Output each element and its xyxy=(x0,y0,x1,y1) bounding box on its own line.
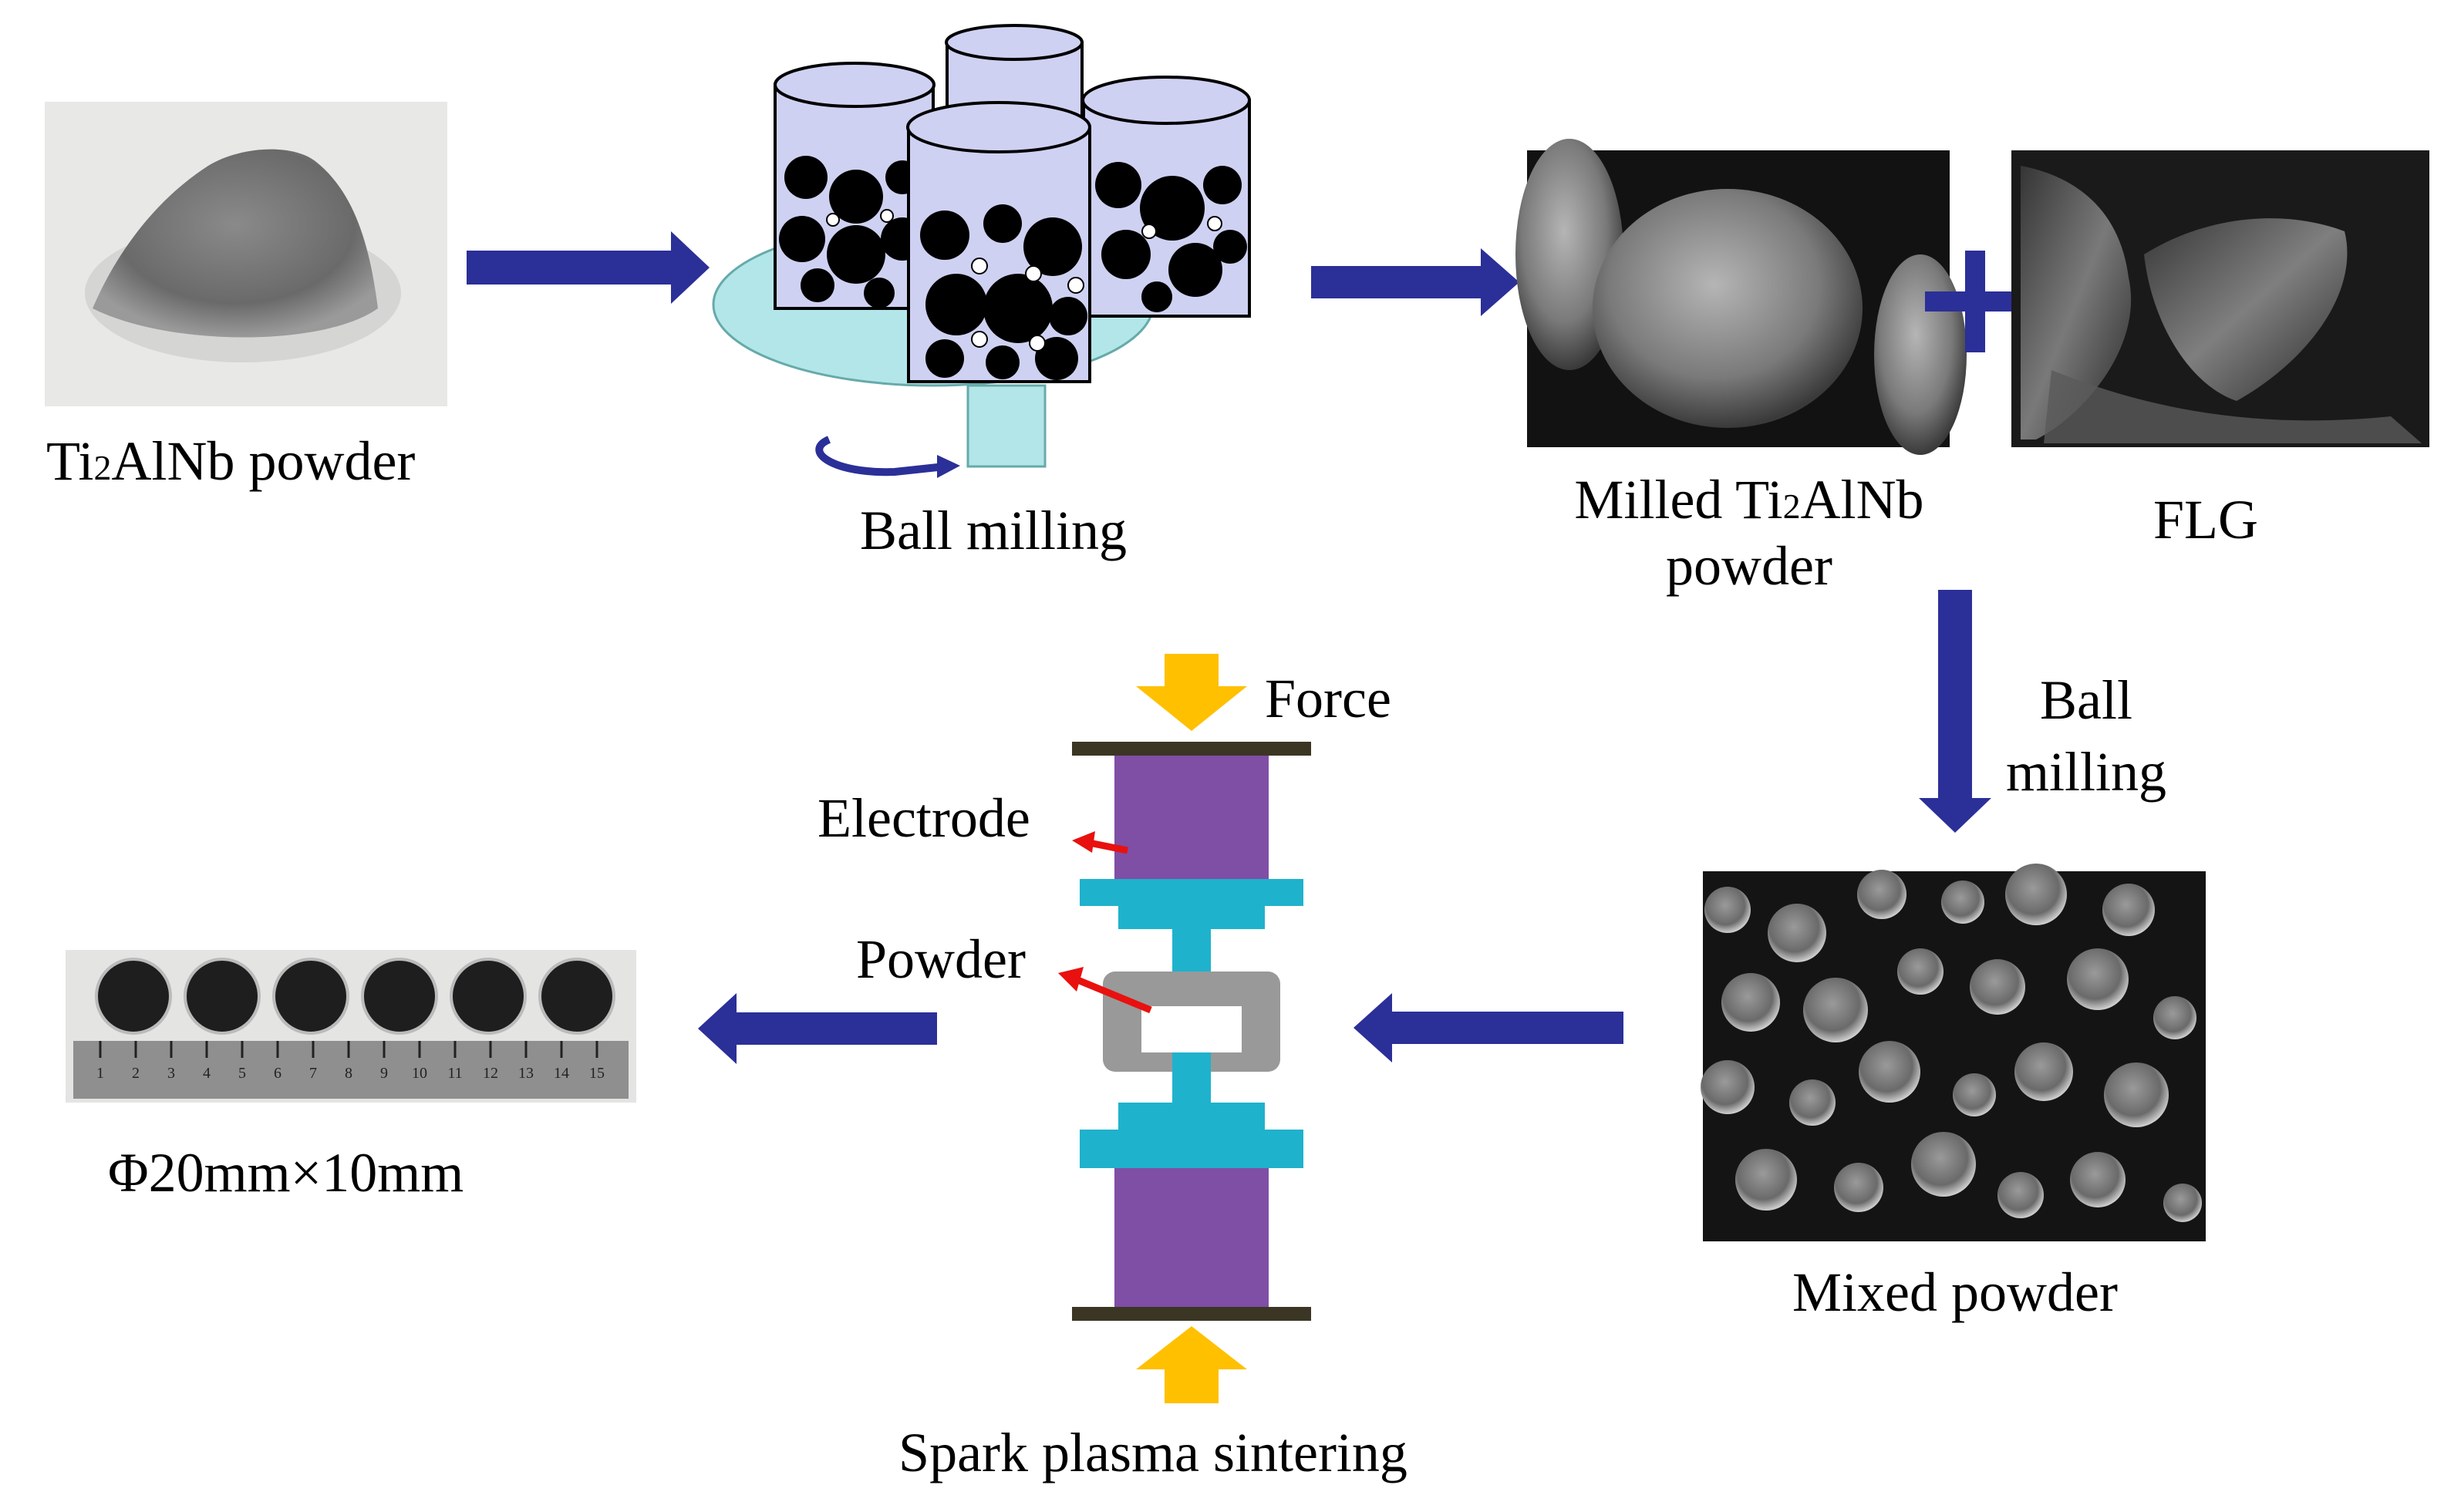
force-arrow-top xyxy=(1136,654,1247,731)
raw-powder-photo xyxy=(45,102,447,406)
sps-label: Spark plasma sintering xyxy=(898,1422,1407,1483)
electrode-pointer xyxy=(1088,839,1128,854)
force-label: Force xyxy=(1265,668,1391,729)
powder-label: Powder xyxy=(856,928,1026,990)
milled-powder-sem-image xyxy=(1515,139,1967,455)
top-plate xyxy=(1072,742,1311,756)
bottom-punch xyxy=(1080,1052,1303,1168)
flg-label: FLG xyxy=(2153,489,2258,551)
ball-mill-illustration xyxy=(712,24,1251,478)
ruler-tick-label: 7 xyxy=(309,1065,317,1082)
electrode-label: Electrode xyxy=(818,787,1030,849)
ball-milling-label: Ball milling xyxy=(860,500,1127,561)
ruler-tick-label: 1 xyxy=(96,1065,104,1082)
flow-arrow xyxy=(1919,590,1991,833)
ruler-tick-label: 14 xyxy=(554,1065,569,1082)
plus-icon xyxy=(1925,251,2027,352)
ruler-tick-label: 6 xyxy=(274,1065,281,1082)
ruler-tick-label: 3 xyxy=(167,1065,175,1082)
ruler-tick-label: 15 xyxy=(589,1065,605,1082)
top-punch xyxy=(1080,879,1303,1002)
raw-powder-label: Ti2AlNb powder xyxy=(46,430,415,492)
ruler-tick-label: 13 xyxy=(518,1065,534,1082)
bottom-plate xyxy=(1072,1307,1311,1321)
ruler-tick-label: 5 xyxy=(238,1065,246,1082)
mixed-powder-label: Mixed powder xyxy=(1792,1261,2118,1323)
flg-sem-image xyxy=(2011,150,2429,447)
ruler-tick-label: 8 xyxy=(345,1065,352,1082)
powder-layer xyxy=(1141,1006,1242,1052)
ruler-tick-label: 4 xyxy=(203,1065,211,1082)
ruler-tick-label: 12 xyxy=(483,1065,498,1082)
bottom-electrode xyxy=(1114,1168,1269,1307)
product-label: Φ20mm×10mm xyxy=(108,1142,464,1204)
milled-powder-label: Milled Ti2AlNb xyxy=(1574,469,1923,530)
ruler-tick-label: 11 xyxy=(447,1065,462,1082)
flow-arrow xyxy=(467,231,710,304)
ruler-tick-label: 2 xyxy=(132,1065,140,1082)
top-electrode xyxy=(1114,756,1269,879)
ball-milling-2-label-line2: milling xyxy=(2006,741,2166,803)
sps-setup-illustration xyxy=(1058,654,1311,1403)
ball-milling-2-label-line1: Ball xyxy=(2040,669,2132,731)
milled-powder-label-line2: powder xyxy=(1666,535,1832,597)
powder-pointer xyxy=(1074,975,1152,1014)
flow-arrow xyxy=(1354,993,1623,1062)
force-arrow-bottom xyxy=(1136,1326,1247,1403)
ruler-tick-label: 9 xyxy=(380,1065,388,1082)
ruler-tick-label: 10 xyxy=(412,1065,427,1082)
flow-arrow xyxy=(1311,248,1519,316)
flow-arrow xyxy=(698,993,937,1064)
mixed-powder-sem-image xyxy=(1701,864,2206,1241)
